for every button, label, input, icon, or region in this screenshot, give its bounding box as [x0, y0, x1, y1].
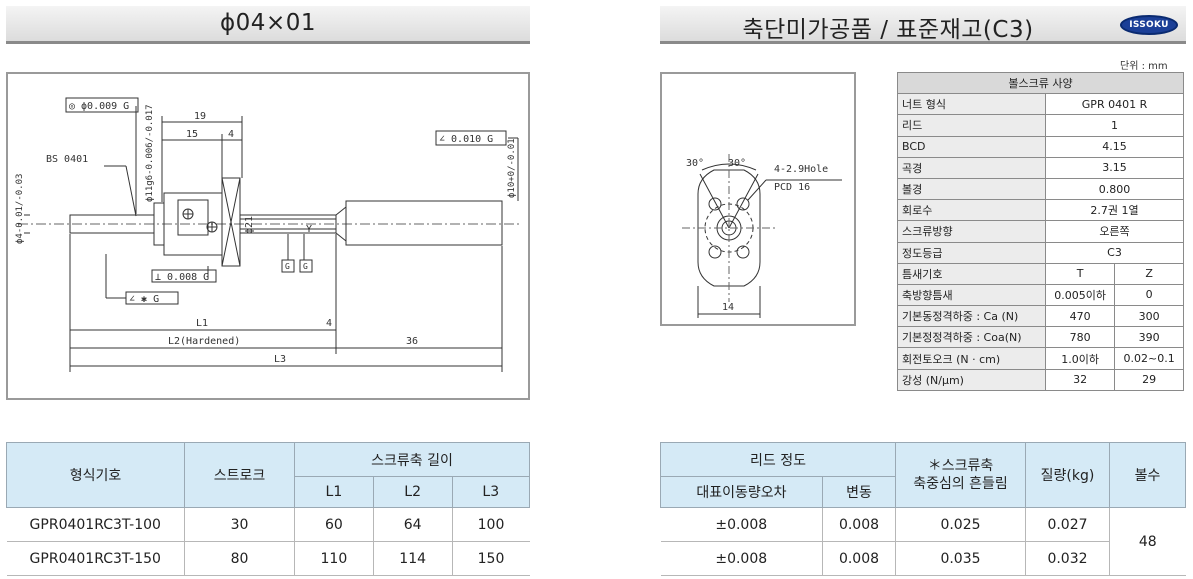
- right-dia: ϕ10+0/-0.01: [507, 138, 517, 198]
- header-variation: 변동: [822, 476, 896, 508]
- dim-l2: L2(Hardened): [168, 336, 240, 347]
- table-row: ±0.008 0.008 0.025 0.027 48: [660, 507, 1186, 576]
- dim-4a: 4: [228, 129, 234, 140]
- y-mark: Y: [306, 224, 312, 235]
- right-header-title: 축단미가공품 / 표준재고(C3): [742, 17, 1034, 43]
- shaft-dia: ϕ4-0.01/-0.03: [15, 174, 25, 244]
- header-length: 스크류축 길이: [294, 442, 530, 477]
- fit-label: ϕ11g6-0.006/-0.017: [145, 104, 155, 202]
- hole-label: 4-2.9Hole: [774, 164, 828, 175]
- dim-36: 36: [406, 336, 418, 347]
- header-rep-error: 대표이동량오차: [660, 476, 823, 508]
- datum-g-1: G: [285, 262, 290, 271]
- flange-dia: ϕ21: [244, 216, 255, 234]
- bs-label: BS 0401: [46, 154, 88, 165]
- header-l1: L1: [294, 476, 374, 508]
- left-header-title: ϕ04×01: [220, 10, 316, 36]
- dim-4b: 4: [326, 318, 332, 329]
- parallel-tolerance: ∠ 0.010 G: [439, 134, 493, 145]
- spec-title: 볼스크류 사양: [897, 71, 1184, 95]
- perp-tolerance: ⊥ 0.008 G: [155, 272, 209, 283]
- header-l3: L3: [451, 476, 531, 508]
- brand-logo: ISSOKU: [1120, 15, 1178, 35]
- header-ball-count: 볼수: [1109, 442, 1186, 508]
- header-l2: L2: [372, 476, 453, 508]
- table-row: GPR0401RC3T-150 80 110 114 150: [6, 541, 530, 576]
- table-row: ±0.008 0.008 0.035 0.032: [660, 541, 1186, 576]
- runout-tolerance: ◎ ϕ0.009 G: [69, 101, 129, 112]
- header-stroke: 스트로크: [184, 442, 295, 508]
- dim-19: 19: [194, 111, 206, 122]
- star-tolerance: ∠ ✱ G: [129, 294, 159, 305]
- lead-table: 리드 정도 ＊스크류축 축중심의 흔들림 질량(kg) 볼수 대표이동량오차 변…: [660, 442, 1186, 576]
- left-header: ϕ04×01: [6, 6, 530, 44]
- datum-g-2: G: [303, 262, 308, 271]
- flange-panel: 30° 30° 4-2.9Hole PCD 16 14: [660, 72, 856, 326]
- right-header: 축단미가공품 / 표준재고(C3) ISSOKU: [660, 6, 1186, 44]
- angle-left: 30°: [686, 158, 704, 169]
- flange-drawing: 30° 30° 4-2.9Hole PCD 16 14: [682, 154, 842, 318]
- model-table: 형식기호 스트로크 스크류축 길이 L1 L2 L3 GPR0401RC3T-1…: [6, 442, 531, 576]
- unit-label: 단위 : mm: [1120, 61, 1168, 72]
- ball-count: 48: [1109, 507, 1186, 576]
- dim-l1: L1: [196, 318, 208, 329]
- table-row: GPR0401RC3T-100 30 60 64 100: [6, 507, 530, 542]
- header-model: 형식기호: [6, 442, 185, 508]
- header-runout: ＊스크류축 축중심의 흔들림: [895, 442, 1026, 508]
- drawing-panel: ◎ ϕ0.009 G 19 15 4 BS 0401 ϕ11g6-0.006/-…: [6, 72, 530, 400]
- ballscrew-drawing: ◎ ϕ0.009 G 19 15 4 BS 0401 ϕ11g6-0.006/-…: [15, 97, 520, 372]
- angle-right: 30°: [728, 158, 746, 169]
- dim-l3: L3: [274, 354, 286, 365]
- flange-width: 14: [722, 302, 734, 313]
- header-lead: 리드 정도: [660, 442, 896, 477]
- dim-15: 15: [186, 129, 198, 140]
- header-mass: 질량(kg): [1025, 442, 1110, 508]
- pcd-label: PCD 16: [774, 182, 810, 193]
